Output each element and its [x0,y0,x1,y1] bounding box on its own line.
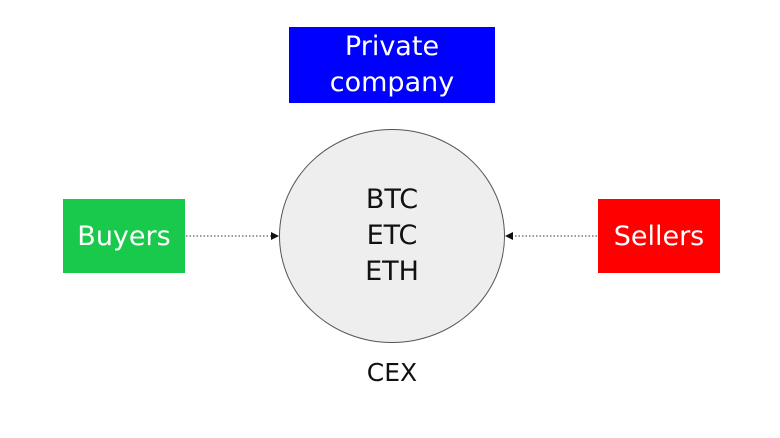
buyers-label: Buyers [77,220,171,252]
private-company-box: Private company [289,27,495,103]
exchange-label: CEX [366,358,418,387]
asset-etc: ETC [366,220,418,251]
sellers-label: Sellers [613,220,705,252]
asset-btc: BTC [365,184,419,215]
exchange-circle: BTC ETC ETH [279,129,505,343]
buyers-box: Buyers [63,199,185,273]
company-label-line-2: company [329,67,455,98]
company-label-line-1: Private [344,31,440,62]
asset-eth: ETH [365,256,419,287]
sellers-box: Sellers [598,199,720,273]
